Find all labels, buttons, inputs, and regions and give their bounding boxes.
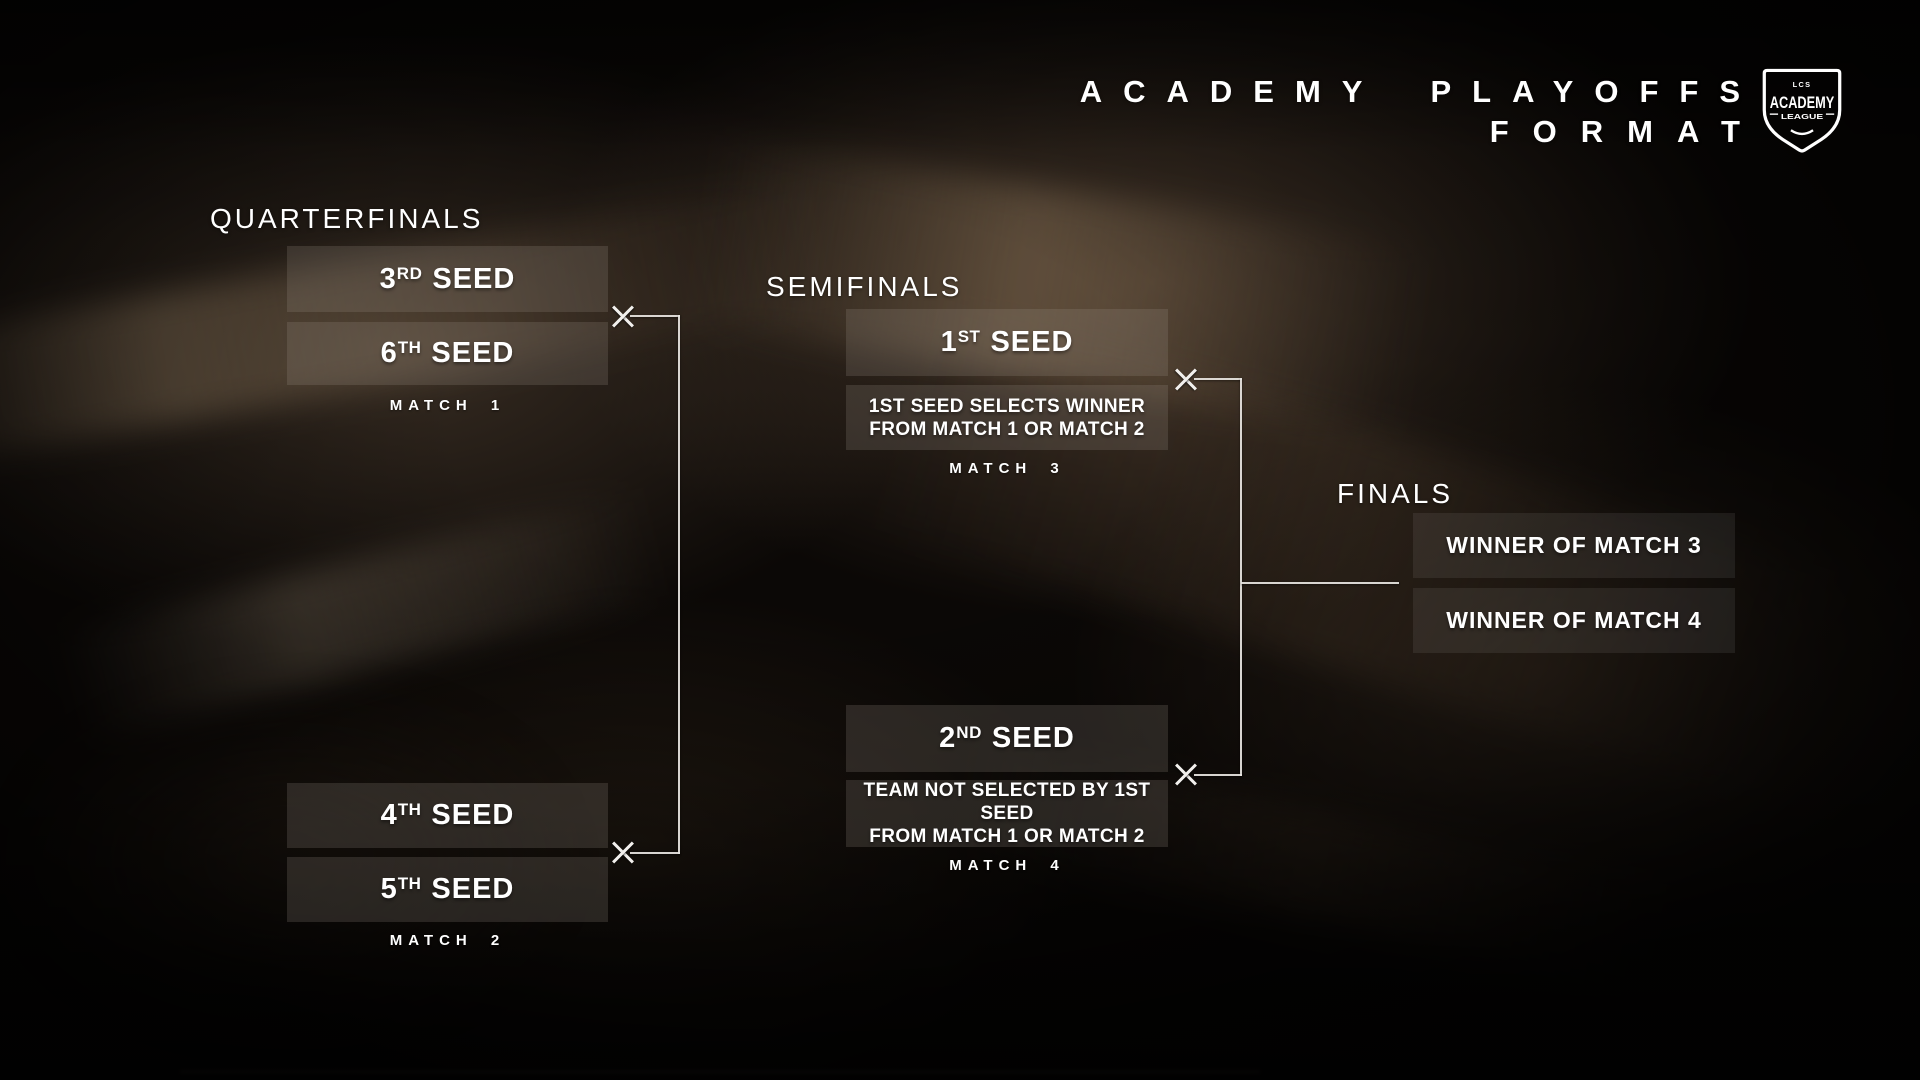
- seed-word: SEED: [431, 799, 515, 831]
- seed-number: 5: [380, 873, 398, 905]
- connector-right-vertical: [1240, 378, 1242, 776]
- page-title: ACADEMY PLAYOFFS FORMAT: [1080, 72, 1740, 152]
- seed-word: SEED: [431, 337, 515, 369]
- note-line-1: 1ST SEED SELECTS WINNER: [868, 395, 1146, 417]
- note-line-2: FROM MATCH 1 OR MATCH 2: [869, 826, 1145, 847]
- logo-org-text: LCS: [1793, 80, 1812, 89]
- match-2-label: MATCH 2: [389, 932, 506, 949]
- seed-ordinal: ST: [957, 327, 981, 346]
- seed-label-5th: 5TH SEED: [381, 873, 515, 906]
- seed-label-4th: 4TH SEED: [381, 799, 515, 832]
- seed-ordinal: TH: [397, 338, 422, 357]
- seed-number: 2: [939, 722, 957, 754]
- seed-label-6th: 6TH SEED: [381, 337, 515, 370]
- seed-ordinal: ND: [956, 723, 982, 742]
- seed-label-3rd: 3RD SEED: [380, 263, 516, 296]
- connector-match2-h: [630, 852, 680, 854]
- seed-box-1st: 1ST SEED: [846, 309, 1168, 376]
- finals-slot-winner-match-4: WINNER OF MATCH 4: [1413, 588, 1735, 653]
- round-header-finals: FINALS: [1337, 478, 1454, 509]
- cross-icon-match3: [1173, 366, 1199, 392]
- logo-sub-text: LEAGUE: [1781, 112, 1823, 121]
- connector-match1-h: [630, 315, 680, 317]
- connector-left-vertical: [678, 315, 680, 854]
- seed-ordinal: TH: [397, 800, 422, 819]
- seed-word: SEED: [990, 326, 1074, 358]
- logo-name-text: ACADEMY: [1770, 93, 1834, 112]
- finals-slot-winner-match-3: WINNER OF MATCH 3: [1413, 513, 1735, 578]
- shield-icon: LCS ACADEMY LEAGUE: [1762, 68, 1842, 153]
- seed-number: 3: [379, 262, 397, 295]
- cross-icon-match1: [610, 303, 636, 329]
- match-3-note-box: 1ST SEED SELECTS WINNER FROM MATCH 1 OR …: [846, 385, 1168, 450]
- seed-ordinal: TH: [397, 874, 422, 893]
- seed-label-2nd: 2ND SEED: [939, 722, 1075, 755]
- match-3-label: MATCH 3: [949, 460, 1065, 477]
- seed-box-6th: 6TH SEED: [287, 322, 608, 385]
- match-4-label: MATCH 4: [949, 857, 1065, 874]
- seed-box-5th: 5TH SEED: [287, 857, 608, 922]
- finals-slot-1-label: WINNER OF MATCH 3: [1446, 532, 1702, 558]
- seed-box-2nd: 2ND SEED: [846, 705, 1168, 772]
- seed-number: 6: [380, 337, 398, 369]
- title-line-1: ACADEMY PLAYOFFS: [1079, 74, 1761, 109]
- round-header-quarterfinals: QUARTERFINALS: [210, 203, 484, 234]
- cross-icon-match2: [610, 839, 636, 865]
- cross-icon-match4: [1173, 761, 1199, 787]
- connector-match3-h: [1194, 378, 1242, 380]
- round-header-semifinals: SEMIFINALS: [766, 271, 963, 302]
- connector-finals-feed: [1241, 582, 1399, 584]
- seed-label-1st: 1ST SEED: [941, 326, 1074, 359]
- finals-slot-2-label: WINNER OF MATCH 4: [1446, 607, 1702, 633]
- connector-match4-h: [1194, 774, 1242, 776]
- seed-word: SEED: [431, 873, 515, 905]
- seed-box-4th: 4TH SEED: [287, 783, 608, 848]
- note-line-2: FROM MATCH 1 OR MATCH 2: [869, 418, 1145, 440]
- title-line-2: FORMAT: [1489, 114, 1764, 149]
- seed-word: SEED: [432, 262, 516, 295]
- lcs-academy-league-logo: LCS ACADEMY LEAGUE: [1756, 64, 1848, 156]
- match-3-note: 1ST SEED SELECTS WINNER FROM MATCH 1 OR …: [869, 395, 1145, 441]
- match-1-label: MATCH 1: [389, 397, 506, 414]
- seed-box-3rd: 3RD SEED: [287, 246, 608, 312]
- note-line-1: TEAM NOT SELECTED BY 1ST SEED: [863, 780, 1151, 824]
- match-4-note-box: TEAM NOT SELECTED BY 1ST SEED FROM MATCH…: [846, 780, 1168, 847]
- seed-word: SEED: [991, 722, 1075, 754]
- match-4-note: TEAM NOT SELECTED BY 1ST SEED FROM MATCH…: [846, 779, 1168, 848]
- seed-ordinal: RD: [396, 263, 423, 283]
- seed-number: 1: [940, 326, 958, 358]
- seed-number: 4: [380, 799, 398, 831]
- logo-arc: [1790, 129, 1814, 136]
